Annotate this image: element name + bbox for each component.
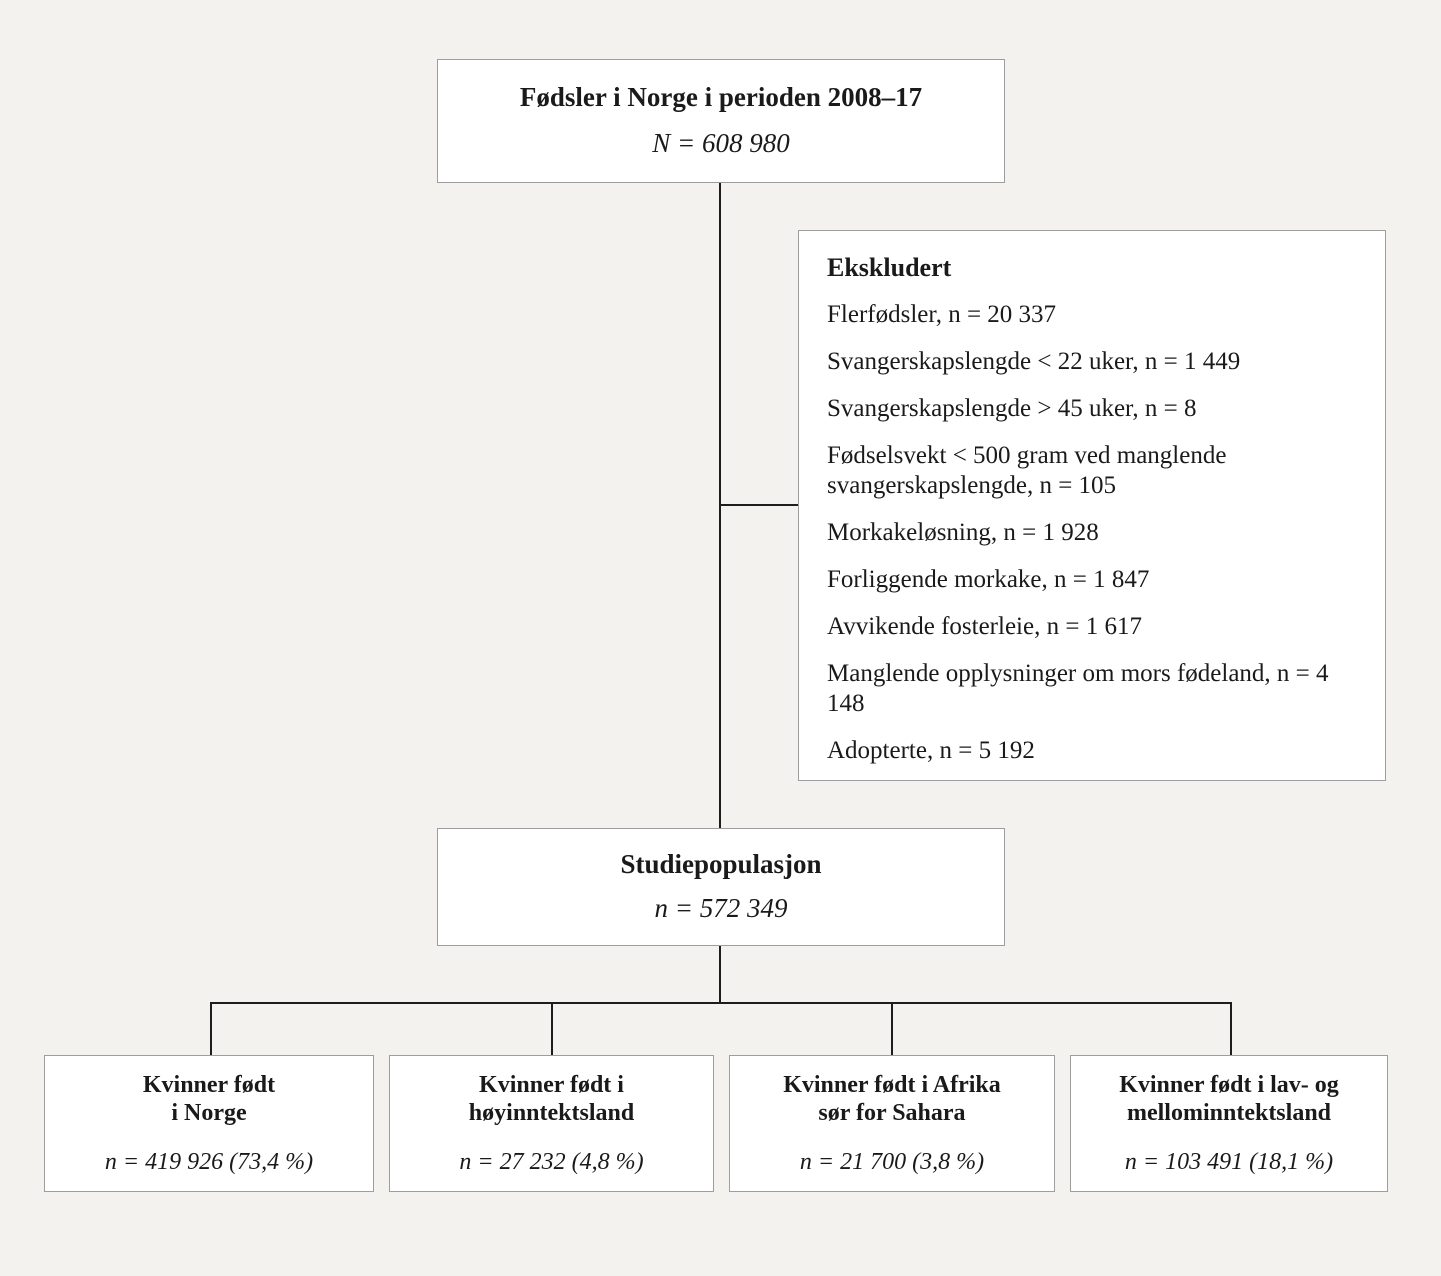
study-population-title: Studiepopulasjon (620, 849, 822, 880)
group-2-title-line2: sør for Sahara (818, 1100, 966, 1127)
excluded-item-abnormal-fetal-position: Avvikende fosterleie, n = 1 617 (827, 613, 1142, 640)
box-group-low-middle-income-country: Kvinner født i lav- og mellominntektslan… (1070, 1055, 1388, 1192)
study-population-count: n = 572 349 (655, 893, 788, 925)
total-births-title: Fødsler i Norge i perioden 2008–17 (519, 82, 923, 113)
group-1-title-line1: Kvinner født i (479, 1071, 624, 1098)
group-3-count-text: n = 103 491 (18,1 %) (1124, 1149, 1334, 1176)
connector-trunk-groups (719, 946, 721, 1004)
connector-trunk-main (719, 183, 721, 829)
box-study-population: Studiepopulasjon n = 572 349 (437, 828, 1005, 946)
box-group-born-in-norway: Kvinner født i Norge n = 419 926 (73,4 %… (44, 1055, 374, 1192)
group-1-title: Kvinner født i høyinntektsland (469, 1071, 634, 1129)
connector-drop-group-1 (551, 1002, 553, 1056)
connector-distributor (210, 1002, 1231, 1004)
excluded-item-missing-mothers-birth-country: Manglende opplysninger om mors fødeland,… (827, 660, 1329, 717)
box-group-high-income-country: Kvinner født i høyinntektsland n = 27 23… (389, 1055, 714, 1192)
group-2-title-line1: Kvinner født i Afrika (783, 1071, 1001, 1098)
group-0-title-line2: i Norge (171, 1100, 247, 1127)
group-3-count: n = 103 491 (18,1 %) (1125, 1148, 1333, 1176)
connector-drop-group-0 (210, 1002, 212, 1056)
excluded-item-gestation-under-22: Svangerskapslengde < 22 uker, n = 1 449 (827, 348, 1241, 375)
connector-branch-excluded (719, 504, 799, 506)
excluded-item-multiple-births: Flerfødsler, n = 20 337 (827, 301, 1057, 328)
excluded-item-placenta-previa: Forliggende morkake, n = 1 847 (827, 566, 1150, 593)
excluded-item-placental-abruption: Morkakeløsning, n = 1 928 (827, 519, 1099, 546)
box-excluded: Ekskludert Flerfødsler, n = 20 337 Svang… (798, 230, 1386, 781)
study-population-count-text: n = 572 349 (654, 893, 788, 923)
group-1-title-line2: høyinntektsland (468, 1100, 635, 1127)
excluded-item-adopted: Adopterte, n = 5 192 (827, 737, 1035, 764)
box-group-sub-saharan-africa: Kvinner født i Afrika sør for Sahara n =… (729, 1055, 1055, 1192)
group-2-count: n = 21 700 (3,8 %) (800, 1148, 984, 1176)
group-1-count: n = 27 232 (4,8 %) (459, 1148, 643, 1176)
total-births-count-text: N = 608 980 (652, 128, 790, 158)
group-1-count-text: n = 27 232 (4,8 %) (459, 1149, 644, 1176)
connector-drop-group-2 (891, 1002, 893, 1056)
excluded-item-birthweight-under-500: Fødselsvekt < 500 gram ved manglende sva… (827, 442, 1227, 499)
total-births-count: N = 608 980 (652, 128, 789, 160)
box-total-births: Fødsler i Norge i perioden 2008–17 N = 6… (437, 59, 1005, 183)
group-3-title-line2: mellominntektsland (1126, 1100, 1332, 1127)
group-2-title: Kvinner født i Afrika sør for Sahara (783, 1071, 1001, 1129)
group-0-count: n = 419 926 (73,4 %) (105, 1148, 313, 1176)
group-0-count-text: n = 419 926 (73,4 %) (104, 1149, 314, 1176)
group-2-count-text: n = 21 700 (3,8 %) (799, 1149, 985, 1176)
excluded-heading: Ekskludert (827, 253, 952, 282)
group-0-title: Kvinner født i Norge (143, 1071, 275, 1129)
excluded-item-gestation-over-45: Svangerskapslengde > 45 uker, n = 8 (827, 395, 1197, 422)
connector-drop-group-3 (1230, 1002, 1232, 1056)
group-0-title-line1: Kvinner født (142, 1071, 276, 1098)
group-3-title: Kvinner født i lav- og mellominntektslan… (1119, 1071, 1339, 1129)
group-3-title-line1: Kvinner født i lav- og (1119, 1071, 1339, 1098)
